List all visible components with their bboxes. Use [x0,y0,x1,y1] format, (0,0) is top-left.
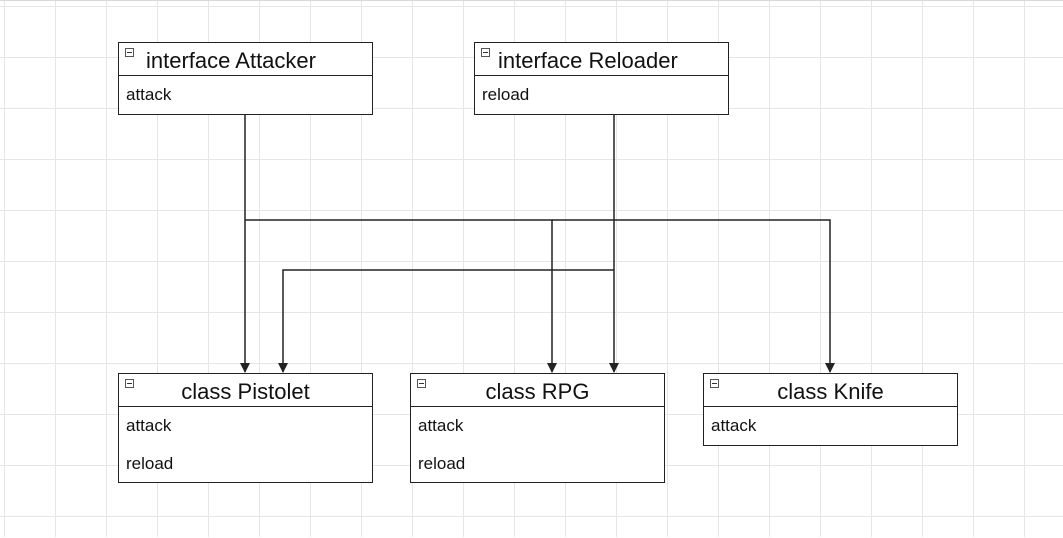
class-knife-box[interactable]: class Knife attack [703,373,958,446]
interface-reloader-title: interface Reloader [498,48,678,73]
interface-attacker-box[interactable]: interface Attacker attack [118,42,373,115]
class-pistolet-member-reload: reload [126,454,174,473]
class-knife-member-attack: attack [711,416,757,435]
class-rpg-header: class RPG [411,374,664,407]
class-rpg-title: class RPG [485,379,590,404]
edge-attacker-to-knife [552,219,835,373]
collapse-icon[interactable] [417,379,426,388]
edge-attacker-to-rpg [245,219,557,373]
interface-reloader-member-reload: reload [482,85,530,104]
class-pistolet-box[interactable]: class Pistolet attack reload [118,373,373,483]
class-pistolet-member-attack: attack [126,416,172,435]
interface-reloader-box[interactable]: interface Reloader reload [474,42,729,115]
class-knife-header: class Knife [704,374,957,407]
class-knife-title: class Knife [777,379,884,404]
collapse-icon[interactable] [125,379,134,388]
collapse-icon[interactable] [481,48,490,57]
interface-attacker-title: interface Attacker [146,48,316,73]
edge-reloader-to-pistolet [278,269,614,373]
class-pistolet-title: class Pistolet [181,379,310,404]
interface-attacker-member-attack: attack [126,85,172,104]
class-rpg-member-attack: attack [418,416,464,435]
class-rpg-box[interactable]: class RPG attack reload [410,373,665,483]
interface-attacker-header: interface Attacker [119,43,372,76]
class-rpg-member-reload: reload [418,454,466,473]
collapse-icon[interactable] [125,48,134,57]
interface-reloader-header: interface Reloader [475,43,728,76]
collapse-icon[interactable] [710,379,719,388]
class-pistolet-header: class Pistolet [119,374,372,407]
